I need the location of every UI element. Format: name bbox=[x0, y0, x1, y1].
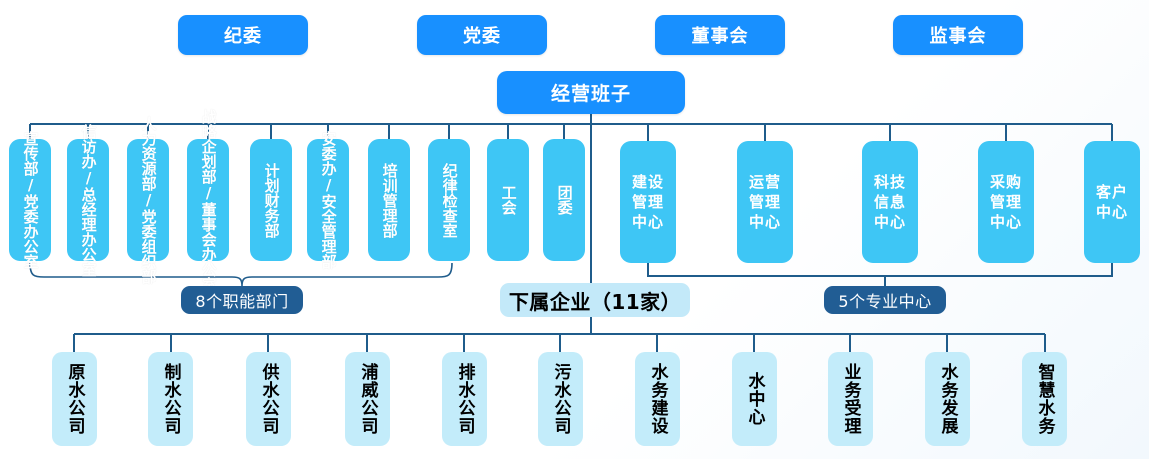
department-label: 宣传部/党委办公室 bbox=[21, 131, 40, 269]
gov-node-board-of-directors[interactable]: 董事会 bbox=[655, 15, 785, 55]
center-node-procurement-management[interactable]: 采购 管理 中心 bbox=[978, 141, 1034, 263]
center-node-customer[interactable]: 客户 中心 bbox=[1084, 141, 1140, 263]
group-label-functional-departments[interactable]: 8个职能部门 bbox=[181, 286, 303, 314]
center-label: 采购 管理 中心 bbox=[989, 172, 1022, 232]
department-node-strategy-planning[interactable]: 战略企划部/董事会办公室 bbox=[187, 109, 229, 292]
bracket-professional-centers bbox=[647, 263, 1113, 277]
subsidiary-label: 水中心 bbox=[744, 372, 765, 426]
gov-node-party-committee[interactable]: 党委 bbox=[417, 15, 547, 55]
union-node-labor-union[interactable]: 工会 bbox=[487, 139, 529, 261]
union-node-youth-league[interactable]: 团委 bbox=[543, 139, 585, 261]
department-label: 信访办/总经理办公室 bbox=[79, 123, 98, 277]
gov-label: 监事会 bbox=[929, 26, 987, 47]
subsidiary-node-water-center[interactable]: 水中心 bbox=[732, 352, 777, 446]
gov-label: 董事会 bbox=[691, 26, 749, 47]
subsidiary-label: 智慧水务 bbox=[1034, 363, 1055, 435]
department-node-safety-management[interactable]: 安委办/安全管理部 bbox=[307, 131, 349, 269]
subsidiary-node-sewage[interactable]: 污水公司 bbox=[538, 352, 583, 446]
subsidiary-node-business-acceptance[interactable]: 业务受理 bbox=[828, 352, 873, 446]
department-label: 安委办/安全管理部 bbox=[319, 131, 338, 269]
department-label: 纪律检查室 bbox=[440, 162, 459, 238]
department-label: 培训管理部 bbox=[380, 162, 399, 238]
subsidiary-label: 污水公司 bbox=[550, 363, 571, 435]
center-label: 运营 管理 中心 bbox=[748, 172, 781, 232]
center-node-construction-management[interactable]: 建设 管理 中心 bbox=[620, 141, 676, 263]
center-node-operations-management[interactable]: 运营 管理 中心 bbox=[737, 141, 793, 263]
group-label-text: 5个专业中心 bbox=[838, 292, 932, 311]
subsidiary-label: 水务建设 bbox=[647, 363, 668, 435]
subsidiary-node-raw-water[interactable]: 原水公司 bbox=[52, 352, 97, 446]
subsidiary-node-water-supply[interactable]: 供水公司 bbox=[246, 352, 291, 446]
subsidiary-label: 浦威公司 bbox=[357, 363, 378, 435]
group-label-text: 8个职能部门 bbox=[195, 292, 289, 311]
center-node-technology-information[interactable]: 科技 信息 中心 bbox=[862, 141, 918, 263]
union-label: 工会 bbox=[499, 185, 518, 215]
center-label: 建设 管理 中心 bbox=[631, 172, 664, 232]
gov-label: 党委 bbox=[463, 26, 501, 47]
subsidiary-node-drainage[interactable]: 排水公司 bbox=[442, 352, 487, 446]
department-node-human-resources[interactable]: 人力资源部/党委组织部 bbox=[127, 116, 169, 284]
subsidiary-label: 业务受理 bbox=[840, 363, 861, 435]
subsidiary-label: 排水公司 bbox=[454, 363, 475, 435]
department-label: 人力资源部/党委组织部 bbox=[139, 116, 158, 284]
gov-node-board-of-supervisors[interactable]: 监事会 bbox=[893, 15, 1023, 55]
department-node-discipline-inspection[interactable]: 纪律检查室 bbox=[428, 139, 470, 261]
group-label-subsidiaries[interactable]: 下属企业（11家） bbox=[500, 283, 690, 317]
subsidiary-label: 供水公司 bbox=[258, 363, 279, 435]
subsidiary-label: 制水公司 bbox=[160, 363, 181, 435]
center-label: 客户 中心 bbox=[1095, 182, 1128, 221]
center-label: 科技 信息 中心 bbox=[873, 172, 906, 232]
department-label: 战略企划部/董事会办公室 bbox=[199, 108, 218, 292]
group-label-professional-centers[interactable]: 5个专业中心 bbox=[824, 286, 946, 314]
subsidiary-label: 水务发展 bbox=[937, 363, 958, 435]
group-label-text: 下属企业（11家） bbox=[508, 289, 682, 314]
management-team-label: 经营班子 bbox=[550, 83, 631, 105]
gov-label: 纪委 bbox=[224, 26, 262, 47]
union-label: 团委 bbox=[555, 185, 574, 215]
subsidiary-node-water-construction[interactable]: 水务建设 bbox=[635, 352, 680, 446]
department-node-training-management[interactable]: 培训管理部 bbox=[368, 139, 410, 261]
subsidiary-node-puwei[interactable]: 浦威公司 bbox=[345, 352, 390, 446]
department-node-planning-finance[interactable]: 计划财务部 bbox=[250, 139, 292, 261]
subsidiary-node-water-production[interactable]: 制水公司 bbox=[148, 352, 193, 446]
department-label: 计划财务部 bbox=[262, 162, 281, 238]
subsidiary-node-water-development[interactable]: 水务发展 bbox=[925, 352, 970, 446]
subsidiary-label: 原水公司 bbox=[64, 363, 85, 435]
gov-node-discipline-committee[interactable]: 纪委 bbox=[178, 15, 308, 55]
department-node-petition-gm-office[interactable]: 信访办/总经理办公室 bbox=[67, 124, 109, 277]
subsidiary-node-smart-water[interactable]: 智慧水务 bbox=[1022, 352, 1067, 446]
management-team-node[interactable]: 经营班子 bbox=[497, 71, 685, 114]
department-node-propaganda[interactable]: 宣传部/党委办公室 bbox=[9, 131, 51, 269]
